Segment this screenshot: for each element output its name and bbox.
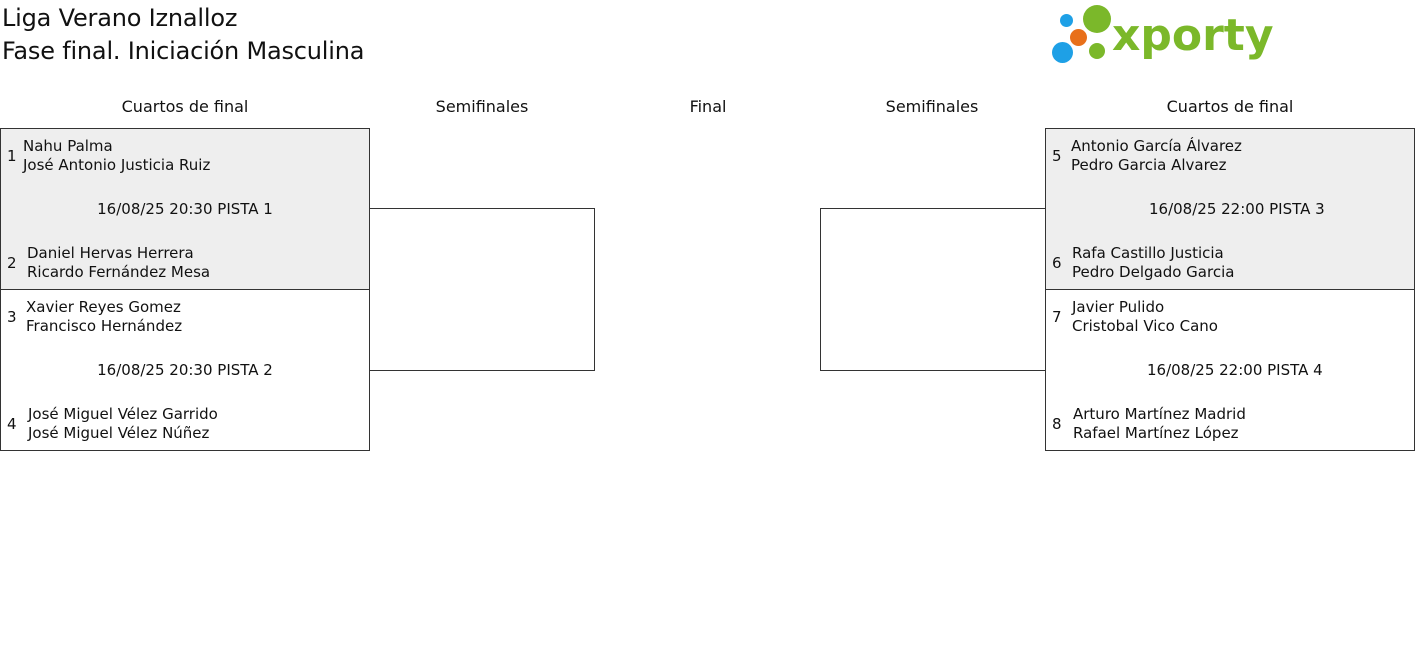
round-header-left-quarters: Cuartos de final [121, 97, 249, 116]
player-name: Francisco Hernández [26, 317, 183, 335]
round-header-right-quarters: Cuartos de final [1166, 97, 1294, 116]
seed-number: 7 [1052, 308, 1062, 326]
player-name: Pedro Garcia Alvarez [1071, 156, 1227, 174]
seed-number: 5 [1052, 147, 1062, 165]
player-name: Rafael Martínez López [1073, 424, 1239, 442]
player-name: Cristobal Vico Cano [1072, 317, 1218, 335]
left-semifinal-slot[interactable] [369, 208, 595, 371]
seed-number: 4 [7, 415, 17, 433]
player-name: Javier Pulido [1072, 298, 1165, 316]
player-name: José Miguel Vélez Garrido [28, 405, 218, 423]
match-schedule: 16/08/25 20:30 PISTA 1 [97, 200, 273, 218]
right-semifinal-slot[interactable] [820, 208, 1046, 371]
player-name: José Miguel Vélez Núñez [28, 424, 210, 442]
logo-dot-green-small [1089, 43, 1105, 59]
seed-number: 3 [7, 308, 17, 326]
logo-wordmark: xporty [1112, 10, 1274, 61]
page-subtitle: Fase final. Iniciación Masculina [2, 37, 365, 65]
seed-number: 6 [1052, 254, 1062, 272]
player-name: Ricardo Fernández Mesa [27, 263, 211, 281]
player-name: José Antonio Justicia Ruiz [23, 156, 211, 174]
seed-number: 8 [1052, 415, 1062, 433]
match-schedule: 16/08/25 20:30 PISTA 2 [97, 361, 273, 379]
player-name: Daniel Hervas Herrera [27, 244, 194, 262]
round-header-final: Final [689, 97, 727, 116]
player-name: Pedro Delgado Garcia [1072, 263, 1235, 281]
round-header-right-semis: Semifinales [885, 97, 979, 116]
bracket-page: Liga Verano Iznalloz Fase final. Iniciac… [0, 4, 1415, 451]
match-schedule: 16/08/25 22:00 PISTA 4 [1147, 361, 1323, 379]
match-card-2[interactable]: 3 Xavier Reyes Gomez Francisco Hernández… [0, 289, 370, 451]
match-card-1[interactable]: 1 Nahu Palma José Antonio Justicia Ruiz … [0, 128, 370, 290]
logo-dot-blue [1060, 14, 1073, 27]
player-name: Arturo Martínez Madrid [1073, 405, 1246, 423]
logo-dot-green [1083, 5, 1111, 33]
seed-number: 2 [7, 254, 17, 272]
player-name: Antonio García Álvarez [1071, 137, 1242, 155]
player-name: Nahu Palma [23, 137, 113, 155]
page-title: Liga Verano Iznalloz [2, 4, 238, 32]
match-card-4[interactable]: 7 Javier Pulido Cristobal Vico Cano 16/0… [1045, 289, 1415, 451]
player-name: Rafa Castillo Justicia [1072, 244, 1224, 262]
match-schedule: 16/08/25 22:00 PISTA 3 [1149, 200, 1325, 218]
xporty-logo[interactable]: xporty [1050, 4, 1278, 68]
seed-number: 1 [7, 147, 17, 165]
logo-dot-blue-large [1052, 42, 1073, 63]
round-header-left-semis: Semifinales [435, 97, 529, 116]
player-name: Xavier Reyes Gomez [26, 298, 181, 316]
logo-dot-orange [1070, 29, 1087, 46]
match-card-3[interactable]: 5 Antonio García Álvarez Pedro Garcia Al… [1045, 128, 1415, 290]
